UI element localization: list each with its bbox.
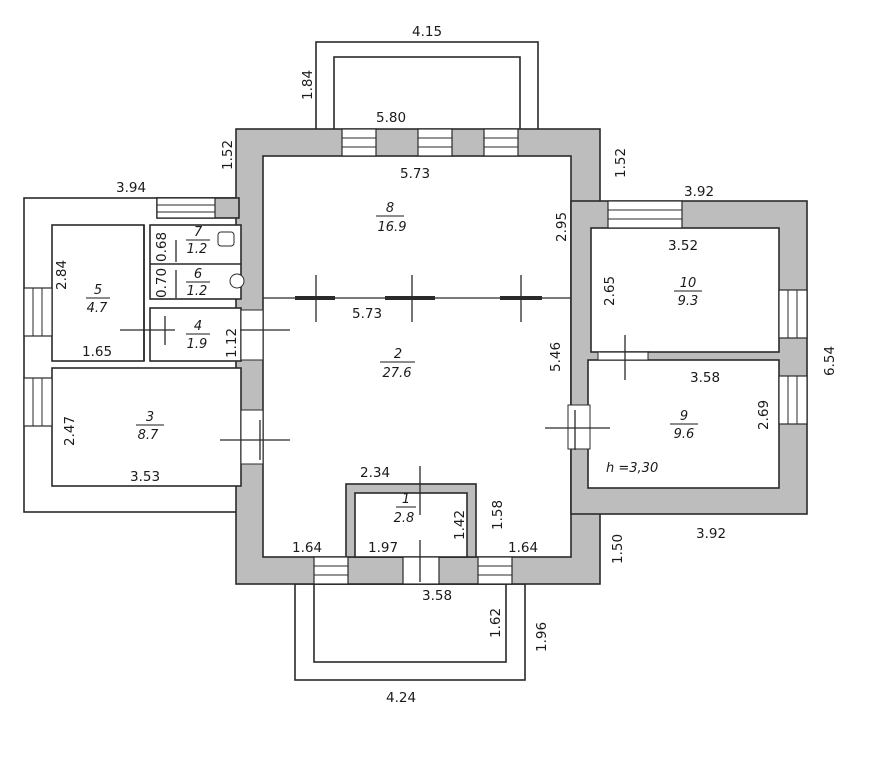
dim-room10-width: 3.52 xyxy=(668,238,698,254)
dim-room2-width: 5.73 xyxy=(352,306,382,322)
room-1-vestibule xyxy=(345,483,477,558)
dim-top-wall: 5.80 xyxy=(376,110,406,126)
room-2-area: 27.6 xyxy=(383,366,412,381)
dim-left-wing-width: 3.94 xyxy=(116,180,146,196)
room-4-number: 4 xyxy=(194,319,202,334)
room-1-area: 2.8 xyxy=(394,511,415,526)
room-3-area: 8.7 xyxy=(138,428,159,443)
ceiling-height-note: h =3,30 xyxy=(606,461,658,476)
dim-top-porch-width: 4.15 xyxy=(412,24,442,40)
room-10-number: 10 xyxy=(680,276,697,291)
dim-bottom-right: 1.64 xyxy=(508,540,538,556)
room-6-area: 1.2 xyxy=(187,284,208,299)
dim-bottom-right-wing: 3.92 xyxy=(696,526,726,542)
room-7-area: 1.2 xyxy=(187,242,208,257)
dim-room3-width: 3.53 xyxy=(130,469,160,485)
dim-room9-width: 3.58 xyxy=(690,370,720,386)
room-7-number: 7 xyxy=(194,225,203,240)
dim-room8-width: 5.73 xyxy=(400,166,430,182)
dim-left-wing-offset: 1.52 xyxy=(220,140,236,170)
dim-room1-width: 2.34 xyxy=(360,465,390,481)
partition-marker xyxy=(295,296,335,300)
room-8-area: 16.9 xyxy=(378,220,407,235)
room-6-number: 6 xyxy=(194,267,202,282)
partition-marker xyxy=(385,296,435,300)
dim-room8-depth: 2.95 xyxy=(554,212,570,242)
dim-room5-height: 2.84 xyxy=(54,260,70,290)
dim-room10-height: 2.65 xyxy=(602,276,618,306)
room-5-number: 5 xyxy=(94,283,102,298)
dim-room1-height: 1.42 xyxy=(452,510,468,540)
dim-room1-depth: 1.58 xyxy=(490,500,506,530)
dim-right-total: 6.54 xyxy=(822,346,838,376)
dim-room3-height: 2.47 xyxy=(62,416,78,446)
dim-bottom-porch-inner: 1.62 xyxy=(488,608,504,638)
dim-right-wing-width: 3.92 xyxy=(684,184,714,200)
door-marks xyxy=(120,275,650,582)
dim-bottom-left: 1.64 xyxy=(292,540,322,556)
room-9-area: 9.6 xyxy=(674,427,695,442)
room-10 xyxy=(590,227,780,353)
dimensions: 4.15 1.84 5.80 5.73 1.52 1.52 3.94 3.92 … xyxy=(54,24,838,706)
dim-room2-depth: 5.46 xyxy=(548,342,564,372)
dim-room4-height: 1.12 xyxy=(224,328,240,358)
dim-room5-width: 1.65 xyxy=(82,344,112,360)
room-2-number: 2 xyxy=(394,347,402,362)
dim-bottom-porch-width: 4.24 xyxy=(386,690,416,706)
room-3 xyxy=(51,367,242,487)
dim-right-wing-offset: 1.52 xyxy=(613,148,629,178)
dim-bottom-mid: 1.97 xyxy=(368,540,398,556)
dim-bottom-right-offset: 1.50 xyxy=(610,534,626,564)
room-labels: 1 2.8 2 27.6 3 8.7 4 1.9 5 4.7 6 1.2 7 1… xyxy=(86,201,702,526)
dim-room6-height: 0.70 xyxy=(154,268,170,298)
top-porch xyxy=(315,41,539,131)
room-10-area: 9.3 xyxy=(678,294,699,309)
dim-bottom-wall: 3.58 xyxy=(422,588,452,604)
room-9-number: 9 xyxy=(680,409,688,424)
room-8-number: 8 xyxy=(386,201,394,216)
dim-bottom-porch-outer: 1.96 xyxy=(534,622,550,652)
bathroom-fixtures xyxy=(175,231,245,298)
dim-room9-height: 2.69 xyxy=(756,400,772,430)
room-3-number: 3 xyxy=(146,410,154,425)
room-5-area: 4.7 xyxy=(87,301,108,316)
dim-room7-height: 0.68 xyxy=(154,232,170,262)
room-1-number: 1 xyxy=(402,492,410,507)
dim-top-porch-depth: 1.84 xyxy=(300,70,316,100)
windows xyxy=(23,128,808,585)
room-4-area: 1.9 xyxy=(187,337,208,352)
